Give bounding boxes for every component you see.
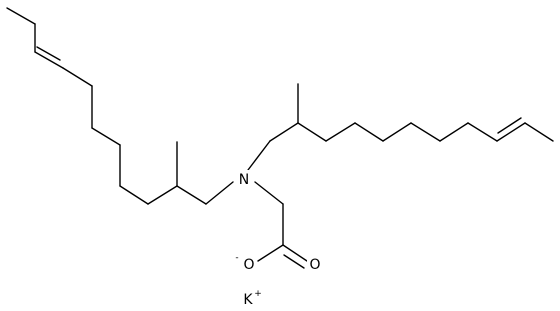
right-alkenyl-chain <box>247 83 554 171</box>
oxygen-carbonyl-label: O <box>309 257 320 273</box>
bond <box>34 51 64 69</box>
potassium-label: K <box>243 292 253 308</box>
carboxylate-group <box>254 181 308 269</box>
bond <box>62 67 93 87</box>
oxygen-carbonyl-atom: O <box>307 255 323 273</box>
bond <box>467 122 498 142</box>
bond <box>176 185 207 205</box>
bond <box>257 244 284 262</box>
bond <box>254 181 284 205</box>
anion-charge: - <box>235 253 238 263</box>
left-alkenyl-chain <box>6 7 234 205</box>
bond <box>524 122 554 142</box>
bond <box>496 122 526 142</box>
bond <box>6 7 36 25</box>
double-bond-inner <box>283 254 305 269</box>
double-bond-inner <box>497 117 522 134</box>
bond <box>282 244 308 262</box>
bond <box>410 122 441 142</box>
nitrogen-atom: N <box>236 170 252 188</box>
bond <box>147 185 178 205</box>
bond <box>269 122 299 142</box>
oxygen-anion-label: O <box>243 257 254 273</box>
potassium-counterion: K + <box>243 289 261 308</box>
cation-charge: + <box>254 289 262 299</box>
oxygen-anion-atom: O - <box>235 253 257 273</box>
bond <box>382 122 412 142</box>
bond <box>325 122 356 142</box>
bond <box>119 185 149 205</box>
nitrogen-label: N <box>239 172 249 188</box>
bond <box>439 122 469 142</box>
bond <box>297 122 327 142</box>
bond <box>91 127 121 146</box>
bond <box>354 122 384 142</box>
bond <box>247 140 271 171</box>
double-bond-inner <box>36 46 61 61</box>
bond <box>205 181 234 205</box>
